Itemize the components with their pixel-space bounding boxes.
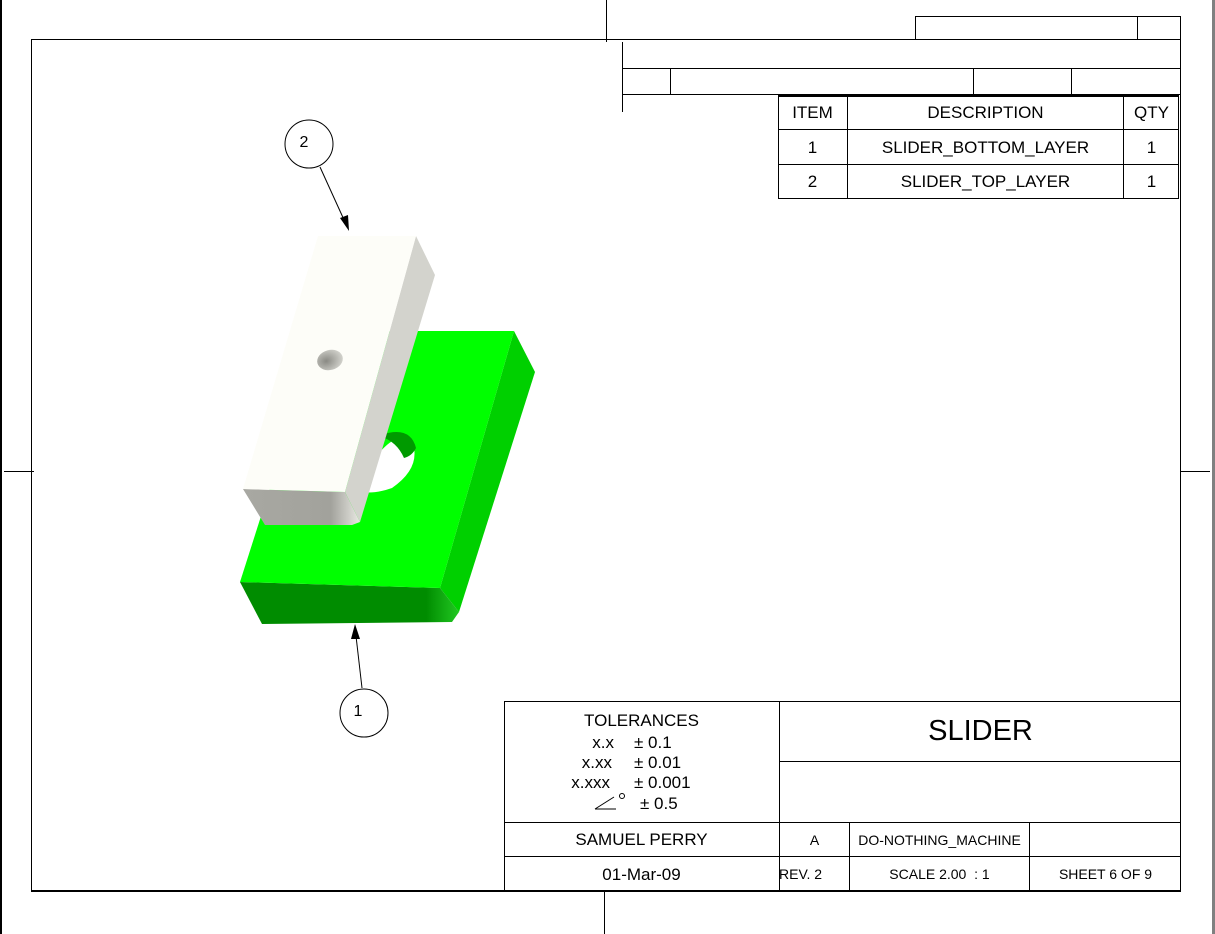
- bom-row-divider-1: [778, 129, 1179, 130]
- balloon-2-label: 2: [299, 134, 309, 151]
- bom-table: ITEM DESCRIPTION QTY 1 SLIDER_BOTTOM_LAY…: [778, 95, 1179, 199]
- part-slider-top-layer: [243, 236, 435, 525]
- bom-row-1-description: SLIDER_BOTTOM_LAYER: [881, 138, 1090, 157]
- tolerances-title: TOLERANCES: [584, 711, 699, 730]
- bom-header-description: DESCRIPTION: [927, 103, 1044, 122]
- balloon-2-circle: [284, 119, 334, 169]
- title-block: TOLERANCES x.x ± 0.1 x.xx ± 0.01 x.xxx ±…: [504, 701, 1181, 891]
- title-block-col-size: [849, 822, 850, 891]
- bom-col-divider-2: [1123, 95, 1124, 199]
- project-name: DO-NOTHING_MACHINE: [858, 832, 1021, 848]
- title-block-row-date: [504, 856, 1181, 857]
- bom-row-1-qty: 1: [1146, 138, 1157, 157]
- center-mark-top: [606, 0, 607, 42]
- title-block-col-project: [1029, 822, 1030, 891]
- center-mark-right: [1180, 471, 1210, 472]
- angle-degree-icon: [594, 793, 625, 810]
- revision-table-row1: [623, 68, 1180, 69]
- revision-table-col3: [1071, 68, 1072, 94]
- bom-col-divider-1: [847, 95, 848, 199]
- bom-header-item: ITEM: [792, 103, 833, 122]
- tolerance-format-xxxx: x.xxx: [571, 773, 610, 792]
- tolerance-format-xxx: x.xx: [581, 753, 612, 772]
- revision-table-col2: [973, 68, 974, 94]
- tolerance-value-angle: ± 0.5: [640, 794, 678, 813]
- bom-row-2-item: 2: [807, 172, 818, 191]
- tolerance-value-xx: ± 0.1: [634, 733, 672, 752]
- balloon-1-circle: [339, 688, 389, 738]
- sheet-left-edge: [0, 0, 2, 934]
- revision-table-col1: [670, 68, 671, 94]
- balloon-1-label: 1: [353, 703, 363, 720]
- revision-table-row2: [623, 94, 1180, 95]
- sheet-size: A: [809, 832, 820, 848]
- drawing-date: 01-Mar-09: [602, 865, 681, 884]
- title-block-row-author: [504, 822, 1181, 823]
- title-block-left: [504, 701, 505, 891]
- drawn-by: SAMUEL PERRY: [575, 830, 708, 849]
- center-mark-left: [4, 471, 34, 472]
- revision-box-divider: [1137, 16, 1138, 40]
- frame-bottom-border: [31, 890, 1181, 892]
- bom-row-1-item: 1: [807, 138, 818, 157]
- title-block-title-divider: [780, 761, 1181, 762]
- center-mark-bottom: [604, 890, 605, 934]
- viewer-scrollbar-edge[interactable]: [1212, 0, 1215, 934]
- bom-row-2-description: SLIDER_TOP_LAYER: [900, 172, 1071, 191]
- frame-left-border: [31, 39, 32, 891]
- title-block-col-main: [779, 701, 780, 891]
- balloon-2-leader: [319, 166, 349, 231]
- revision-table-left: [622, 42, 623, 112]
- tolerance-value-xxxx: ± 0.001: [634, 773, 691, 792]
- sheet-number: SHEET 6 OF 9: [1058, 866, 1153, 882]
- tolerance-value-xxx: ± 0.01: [634, 753, 682, 772]
- drawing-title: SLIDER: [928, 715, 1033, 747]
- bom-row-2-qty: 1: [1146, 172, 1157, 191]
- bom-table-border: [778, 95, 1179, 199]
- drawing-scale: SCALE 2.00 : 1: [889, 866, 990, 882]
- tolerance-format-xx: x.x: [592, 733, 614, 752]
- balloon-1-leader: [351, 624, 363, 689]
- revision-box-top: [915, 16, 1181, 40]
- title-block-top: [504, 701, 1181, 702]
- bom-header-qty: QTY: [1134, 103, 1169, 122]
- bom-row-divider-2: [778, 164, 1179, 165]
- revision-label: REV. 2: [779, 866, 823, 882]
- frame-right-border: [1180, 39, 1181, 891]
